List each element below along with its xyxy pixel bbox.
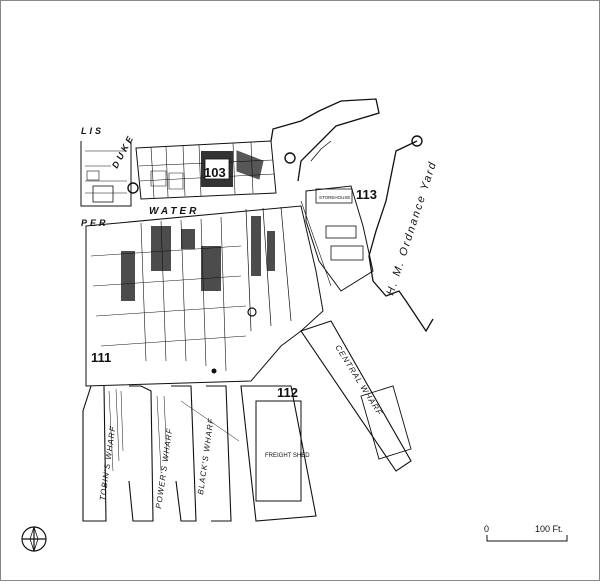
building-label-storehouse: STOREHOUSE — [319, 195, 350, 200]
scale-label-end: 100 Ft. — [535, 524, 563, 534]
area-number-112: 112 — [277, 385, 298, 400]
block-northwest — [80, 141, 132, 207]
area-number-111: 111 — [91, 350, 111, 365]
block-central-hatching — [121, 216, 275, 301]
wharf-label-blacks: BLACK'S WHARF — [196, 417, 216, 495]
survey-marker — [127, 182, 139, 194]
wharf-label-powers: POWER'S WHARF — [154, 427, 174, 509]
scale-label-zero: 0 — [484, 524, 489, 534]
survey-marker — [284, 152, 296, 164]
street-label-water: WATER — [149, 206, 199, 217]
area-number-113: 113 — [356, 187, 377, 202]
scale-bar — [486, 535, 568, 542]
wharf-hatching — [108, 388, 240, 472]
survey-marker — [247, 307, 257, 317]
ordnance-yard-boundary — [270, 98, 434, 333]
block-103 — [135, 140, 277, 200]
block-113 — [300, 185, 374, 292]
survey-marker — [211, 368, 217, 374]
wharf-label-central: CENTRAL WHARF — [333, 343, 384, 417]
ordnance-yard-label: H. M. Ordnance Yard — [384, 159, 439, 297]
street-label-upper: PER — [81, 218, 109, 228]
building-label-freight-shed: FREIGHT SHED — [265, 453, 310, 459]
compass-icon — [21, 525, 47, 553]
street-label-top-left: LIS — [81, 126, 104, 136]
survey-marker — [411, 135, 423, 147]
wharf-label-tobins: TOBIN'S WHARF — [98, 425, 117, 501]
wharf-outlines — [82, 320, 412, 522]
area-number-103: 103 — [204, 165, 226, 180]
